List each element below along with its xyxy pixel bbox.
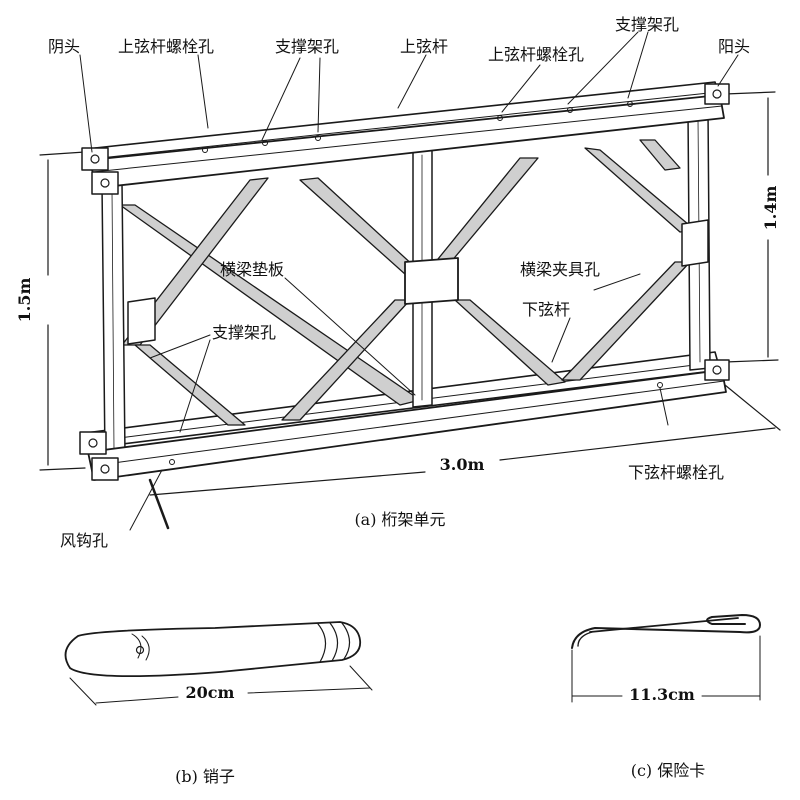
dimension-height-left: 1.5m xyxy=(15,278,34,323)
safety-clip-dimension: 11.3cm xyxy=(629,685,695,704)
label-brace-hole-mid: 支撑架孔 xyxy=(212,323,276,342)
safety-clip-dimension-line xyxy=(571,635,761,703)
label-wind-hook-hole: 风钩孔 xyxy=(60,531,108,550)
truss-labels: 阴头 上弦杆螺栓孔 支撑架孔 上弦杆 上弦杆螺栓孔 支撑架孔 阳头 横梁垫板 横… xyxy=(48,15,750,550)
dimension-line-height-right xyxy=(724,91,779,363)
caption-figure-a: (a) 桁架单元 xyxy=(354,510,445,529)
male-end-lug xyxy=(704,83,730,381)
dimension-line-height-left xyxy=(39,151,86,471)
transom-pads xyxy=(127,219,709,345)
pin-dimension-line xyxy=(69,665,373,706)
pin-figure: 20cm (b) 销子 xyxy=(64,621,373,786)
caption-figure-c: (c) 保险卡 xyxy=(631,761,706,780)
label-brace-hole-top-right: 支撑架孔 xyxy=(615,15,679,34)
label-lower-chord: 下弦杆 xyxy=(522,300,570,319)
pin-dimension: 20cm xyxy=(186,683,235,702)
label-lower-chord-bolt-hole: 下弦杆螺栓孔 xyxy=(628,463,724,482)
label-male-end: 阳头 xyxy=(718,37,750,56)
label-upper-chord-bolt-hole-right: 上弦杆螺栓孔 xyxy=(488,45,584,64)
leader-lines xyxy=(79,31,739,531)
label-transom-clamp-hole: 横梁夹具孔 xyxy=(520,260,600,279)
safety-clip-icon xyxy=(571,614,761,649)
label-upper-chord-bolt-hole-left: 上弦杆螺栓孔 xyxy=(118,37,214,56)
female-end-lug xyxy=(79,147,119,481)
dimension-line-length xyxy=(149,384,781,496)
label-female-end: 阴头 xyxy=(48,37,80,56)
label-brace-hole-top-left: 支撑架孔 xyxy=(275,37,339,56)
label-upper-chord: 上弦杆 xyxy=(400,37,448,56)
caption-figure-b: (b) 销子 xyxy=(175,767,235,786)
wind-hook-icon xyxy=(148,478,170,530)
safety-clip-figure: 11.3cm (c) 保险卡 xyxy=(571,614,761,780)
truss-panel: 阴头 上弦杆螺栓孔 支撑架孔 上弦杆 上弦杆螺栓孔 支撑架孔 阳头 横梁垫板 横… xyxy=(15,15,781,550)
label-transom-pad: 横梁垫板 xyxy=(220,260,284,279)
dimension-height-right: 1.4m xyxy=(761,186,780,231)
dimension-length: 3.0m xyxy=(440,455,485,474)
pin-icon xyxy=(64,621,362,678)
diagonal-braces xyxy=(119,139,696,426)
